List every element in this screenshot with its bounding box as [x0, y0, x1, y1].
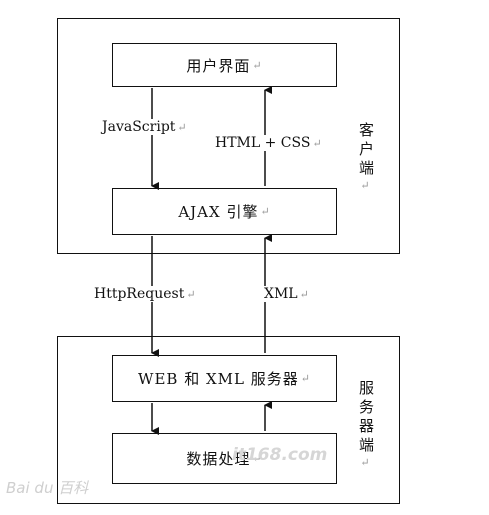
- client-side-label: 客户端↵: [356, 122, 377, 192]
- server-side-label: 服务器端↵: [356, 380, 377, 469]
- html-css-label: HTML + CSS↵: [213, 135, 324, 151]
- ajax-engine-label: AJAX 引擎: [178, 203, 259, 221]
- user-interface-box: 用户界面↵: [112, 43, 337, 87]
- it168-watermark: it168.com: [232, 445, 328, 465]
- data-processing-label: 数据处理: [186, 450, 251, 468]
- return-mark: ↵: [252, 58, 263, 72]
- client-side-text: 客户端: [357, 122, 375, 179]
- return-mark: ↵: [300, 372, 311, 385]
- return-mark: ↵: [360, 179, 374, 192]
- html-css-text: HTML + CSS: [215, 135, 311, 151]
- javascript-text: JavaScript: [102, 119, 176, 135]
- return-mark: ↵: [186, 288, 196, 301]
- http-request-text: HttpRequest: [94, 286, 185, 302]
- return-mark: ↵: [252, 452, 263, 465]
- return-mark: ↵: [360, 456, 374, 469]
- xml-text: XML: [264, 286, 298, 302]
- baidu-watermark: Bai du 百科: [6, 479, 89, 497]
- client-frame: [57, 18, 400, 254]
- return-mark: ↵: [177, 121, 187, 134]
- web-xml-server-box: WEB 和 XML 服务器↵: [112, 355, 337, 402]
- return-mark: ↵: [299, 288, 309, 301]
- server-side-text: 服务器端: [357, 380, 375, 456]
- data-processing-box: 数据处理↵: [112, 433, 337, 484]
- javascript-label: JavaScript↵: [100, 119, 189, 135]
- web-xml-server-label: WEB 和 XML 服务器: [138, 370, 299, 388]
- xml-label: XML↵: [262, 286, 311, 302]
- return-mark: ↵: [312, 137, 322, 150]
- server-frame: [57, 336, 400, 504]
- return-mark: ↵: [260, 205, 271, 218]
- http-request-label: HttpRequest↵: [92, 286, 198, 302]
- user-interface-label: 用户界面: [186, 56, 251, 75]
- ajax-engine-box: AJAX 引擎↵: [112, 188, 337, 235]
